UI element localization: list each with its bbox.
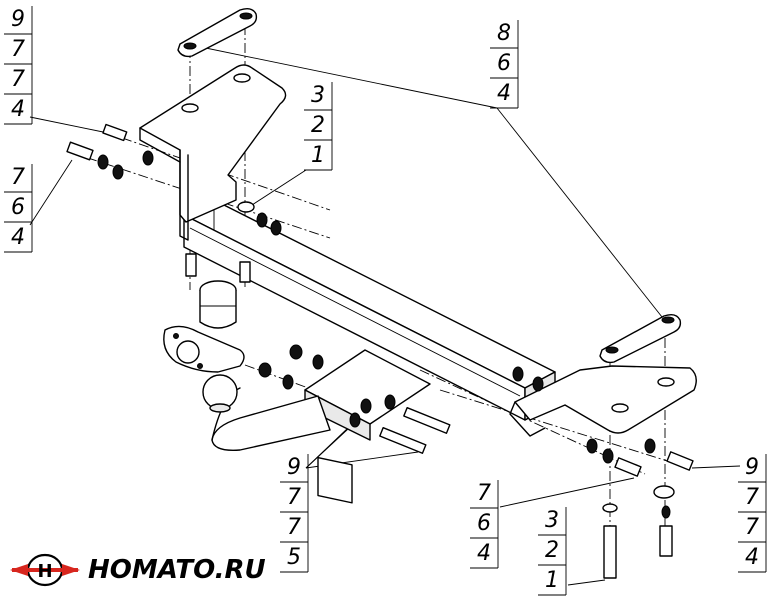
left-bracket [139,64,287,241]
callout-label: 4 [11,225,25,250]
callout-center-top: 3 2 1 [304,82,333,171]
callout-left: 7 6 4 [4,164,33,253]
callout-top-right: 8 6 4 [490,20,519,109]
brand-emblem-icon: H [10,553,80,587]
callout-bottom-right-stack: 3 2 1 [538,507,567,596]
callout-label: 7 [745,515,759,540]
fasteners-bottom [349,366,544,454]
callout-label: 7 [287,515,301,540]
right-bracket [509,365,697,437]
leader-lines [29,45,741,586]
callout-right: 9 7 7 4 [738,454,767,573]
svg-text:H: H [37,561,52,582]
tow-neck [211,349,431,504]
callout-bottom-center: 9 7 7 5 [280,454,309,573]
callout-label: 2 [545,538,559,563]
callout-label: 5 [287,545,301,570]
callout-label: 1 [311,143,325,168]
callout-label: 4 [477,541,491,566]
callout-label: 7 [11,37,25,62]
strap-plate-right [599,313,682,364]
brand-logo: H HOMATO.RU [8,548,266,592]
callout-label: 9 [745,455,759,480]
callout-label: 8 [497,21,511,46]
socket-housing [199,280,237,329]
callout-label: 6 [497,51,511,76]
callout-label: 9 [287,455,301,480]
callout-stacks: 9 7 7 4 7 6 4 3 2 1 8 6 4 9 7 7 5 7 6 4 3 2 1 9 7 7 4 [4,6,767,596]
callout-label: 4 [11,97,25,122]
callout-label: 7 [745,485,759,510]
brand-name: HOMATO.RU [88,555,266,585]
tow-ball [202,374,238,413]
strap-plate-top [177,7,258,58]
callout-label: 1 [545,568,559,593]
callout-label: 3 [311,83,325,108]
callout-label: 2 [311,113,325,138]
callout-label: 6 [477,511,491,536]
fasteners-right [586,438,694,579]
callout-top-left: 9 7 7 4 [4,6,33,125]
callout-bottom-mid-right: 7 6 4 [470,480,499,569]
callout-label: 4 [497,81,511,106]
callout-label: 7 [11,165,25,190]
callout-label: 7 [477,481,491,506]
callout-label: 7 [287,485,301,510]
callout-label: 6 [11,195,25,220]
socket-plate [163,325,245,373]
callout-label: 7 [11,67,25,92]
fasteners-left [66,123,324,390]
callout-label: 4 [745,545,759,570]
callout-label: 9 [11,7,25,32]
callout-label: 3 [545,508,559,533]
